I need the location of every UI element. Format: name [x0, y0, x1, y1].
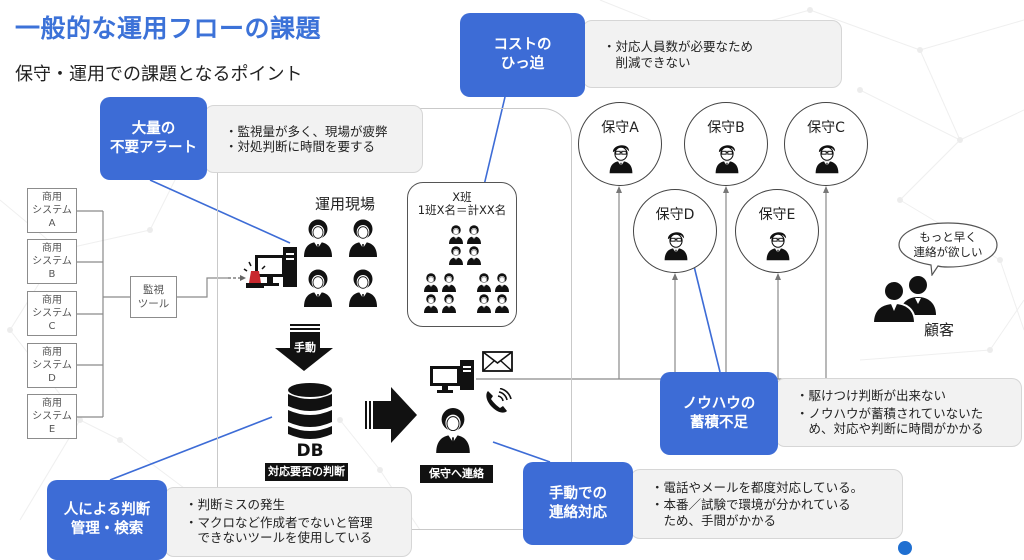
maintainer-d-icon — [663, 225, 689, 263]
arrow-head-c — [823, 186, 829, 193]
issue-alerts-bullet-1: ・監視量が多く、現場が疲弊 — [225, 123, 388, 139]
issue-knowhow-label: ノウハウの 蓄積不足 — [660, 372, 778, 455]
system-box-e: 商用 システム E — [27, 394, 77, 439]
alerts-pointer-line — [149, 179, 291, 244]
manual-pointer-line — [492, 441, 551, 463]
manual-down-arrow-icon — [275, 324, 333, 371]
issue-manual-bullet-2: ・本番／試験で環境が分かれている ため、手間がかかる — [651, 497, 851, 528]
maintainer-d-circle: 保守D — [633, 189, 717, 273]
arrow-head-a — [616, 186, 622, 193]
team-box — [407, 182, 517, 327]
maintainer-a-circle: 保守A — [578, 102, 662, 186]
page-subtitle: 保守・運用での課題となるポイント — [15, 64, 303, 85]
maintainer-d-name: 保守D — [655, 207, 695, 223]
contact-staff-icon — [430, 405, 476, 453]
contact-maintainers-caption: 保守へ連絡 — [420, 465, 493, 483]
issue-cost-label: コストの ひっ迫 — [460, 13, 585, 97]
arrow-head-b — [723, 186, 729, 193]
mail-icon — [482, 351, 513, 372]
page-title: 一般的な運用フローの課題 — [15, 14, 322, 43]
arrow-head-d — [672, 273, 678, 280]
knowhow-pointer-line — [692, 261, 721, 373]
issue-cost-callout: ・対応人員数が必要なため 削減できない — [582, 20, 842, 88]
maintainer-c-name: 保守C — [807, 120, 845, 136]
maintainer-c-circle: 保守C — [784, 102, 868, 186]
issue-knowhow-bullet-2: ・ノウハウが蓄積されていないた め、対応や判断に時間がかかる — [796, 405, 984, 437]
alert-computer-icon — [243, 247, 297, 288]
maintainer-c-icon — [814, 138, 840, 176]
maintainer-a-icon — [608, 138, 634, 176]
database-label: DB — [296, 441, 324, 461]
human-pointer-line — [109, 416, 273, 481]
operator-icon-1 — [302, 217, 334, 257]
operator-icon-2 — [347, 217, 379, 257]
speech-bubble — [898, 222, 998, 276]
issue-manual-label: 手動での 連絡対応 — [523, 462, 633, 545]
database-icon — [288, 383, 332, 439]
maintainer-a-name: 保守A — [601, 120, 639, 136]
customer-label: 顧客 — [924, 321, 955, 339]
db-judgment-caption: 対応要否の判断 — [265, 463, 348, 481]
issue-alerts-label: 大量の 不要アラート — [100, 97, 207, 180]
issue-knowhow-bullet-1: ・駆けつけ判断が出来ない — [796, 388, 947, 404]
maintainer-b-circle: 保守B — [684, 102, 768, 186]
issue-human-label: 人による判断 管理・検索 — [47, 480, 167, 560]
issue-human-bullet-2: ・マクロなど作成者でないと管理 できないツールを使用している — [185, 514, 373, 546]
issue-human-callout: ・判断ミスの発生 ・マクロなど作成者でないと管理 できないツールを使用している — [164, 487, 412, 557]
system-box-a: 商用 システム A — [27, 188, 77, 233]
issue-knowhow-callout: ・駆けつけ判断が出来ない ・ノウハウが蓄積されていないた め、対応や判断に時間が… — [775, 378, 1022, 447]
customer-icon — [872, 276, 936, 323]
issue-human-bullet-1: ・判断ミスの発生 — [185, 497, 286, 512]
cost-pointer-line — [480, 96, 506, 199]
maintainer-b-name: 保守B — [707, 120, 745, 136]
team-members-group-1 — [448, 225, 482, 265]
issue-manual-callout: ・電話やメールを都度対応している。 ・本番／試験で環境が分かれている ため、手間… — [630, 469, 903, 539]
connector-lines — [77, 96, 829, 481]
maintainer-b-icon — [714, 138, 740, 176]
maintainer-e-circle: 保守E — [735, 189, 819, 273]
system-box-c: 商用 システム C — [27, 291, 77, 336]
ops-site-label: 運用現場 — [315, 195, 376, 213]
arrow-head-e — [775, 273, 781, 280]
team-members-group-3 — [476, 273, 510, 313]
system-box-d: 商用 システム D — [27, 343, 77, 388]
issue-manual-bullet-1: ・電話やメールを都度対応している。 — [651, 479, 864, 495]
manual-arrow-label: 手動 — [294, 341, 316, 354]
issue-alerts-bullet-2: ・対処判断に時間を要する — [225, 139, 376, 154]
phone-icon — [486, 388, 512, 413]
customer-speech-text: もっと早く 連絡が欲しい — [913, 230, 983, 259]
page-indicator-dot — [898, 541, 912, 555]
system-box-b: 商用 システム B — [27, 239, 77, 284]
operator-icon-4 — [347, 267, 379, 307]
contact-computer-icon — [430, 360, 474, 393]
issue-cost-bullet-1: ・対応人員数が必要なため 削減できない — [603, 39, 754, 70]
team-detail: 1班X名＝計XX名 — [417, 203, 507, 217]
maintainer-e-name: 保守E — [758, 207, 796, 223]
maintainer-e-icon — [765, 225, 791, 263]
issue-alerts-callout: ・監視量が多く、現場が疲弊 ・対処判断に時間を要する — [204, 105, 423, 173]
right-arrow-icon — [365, 387, 417, 443]
alert-arrow-head — [240, 275, 246, 281]
operator-icon-3 — [302, 267, 334, 307]
team-members-group-2 — [423, 273, 457, 313]
team-name: X班 — [452, 190, 472, 204]
monitoring-tool-box: 監視 ツール — [130, 276, 177, 318]
